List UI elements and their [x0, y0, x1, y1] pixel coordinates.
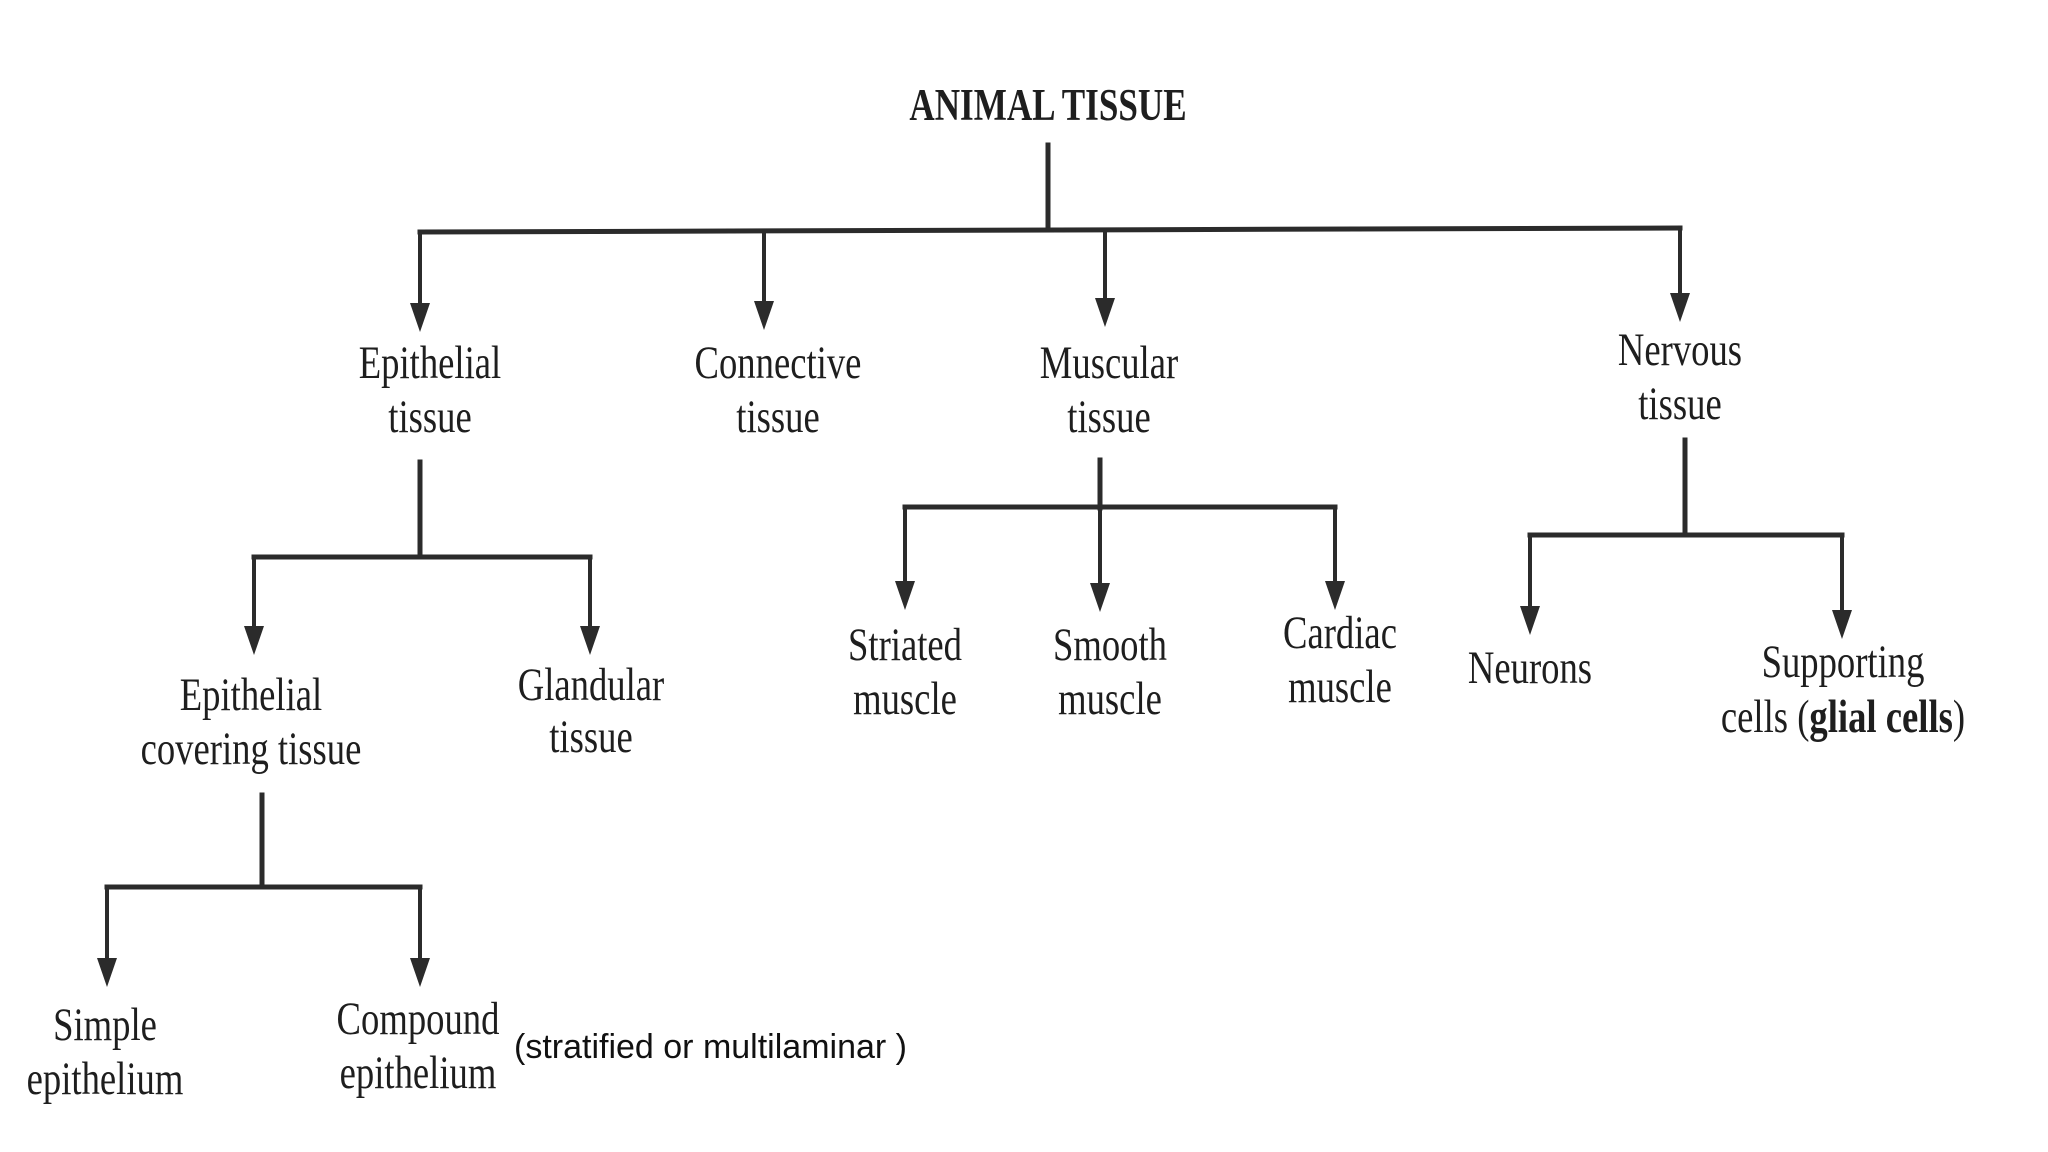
smooth-muscle-node: Smooth muscle	[1053, 619, 1167, 725]
svg-text:cells (glial cells): cells (glial cells)	[1721, 691, 1965, 743]
connective-tissue-node: Connective tissue	[695, 337, 862, 443]
root-node-title: ANIMAL TISSUE	[909, 80, 1186, 130]
cardiac-muscle-node: Cardiac muscle	[1283, 607, 1397, 713]
epithelial-covering-connectors	[97, 792, 430, 987]
epithelial-tissue-node: Epithelial tissue	[359, 337, 501, 443]
svg-text:tissue: tissue	[549, 711, 632, 763]
svg-text:Neurons: Neurons	[1468, 642, 1592, 694]
svg-text:Striated: Striated	[848, 619, 962, 671]
simple-epithelium-node: Simple epithelium	[27, 999, 184, 1105]
nervous-tissue-node: Nervous tissue	[1618, 324, 1742, 430]
svg-text:epithelium: epithelium	[340, 1047, 497, 1099]
svg-text:Supporting: Supporting	[1762, 636, 1925, 688]
nervous-connectors	[1520, 437, 1852, 639]
svg-text:Nervous: Nervous	[1618, 324, 1742, 376]
svg-text:tissue: tissue	[736, 391, 819, 443]
epithelial-covering-tissue-node: Epithelial covering tissue	[141, 669, 362, 775]
root-connectors	[410, 142, 1690, 332]
svg-text:covering tissue: covering tissue	[141, 723, 362, 775]
svg-text:Connective: Connective	[695, 337, 862, 389]
svg-text:Simple: Simple	[53, 999, 157, 1051]
svg-text:Cardiac: Cardiac	[1283, 607, 1397, 659]
svg-text:Epithelial: Epithelial	[359, 337, 501, 389]
svg-text:muscle: muscle	[853, 673, 957, 725]
svg-text:tissue: tissue	[1638, 378, 1721, 430]
striated-muscle-node: Striated muscle	[848, 619, 962, 725]
svg-text:Epithelial: Epithelial	[180, 669, 322, 721]
svg-text:epithelium: epithelium	[27, 1053, 184, 1105]
svg-text:Muscular: Muscular	[1040, 337, 1178, 389]
svg-text:muscle: muscle	[1058, 673, 1162, 725]
epithelial-connectors	[244, 459, 600, 655]
compound-epithelium-note: (stratified or multilaminar )	[514, 1028, 907, 1066]
glandular-tissue-node: Glandular tissue	[518, 659, 665, 763]
supporting-cells-node: Supporting cells (glial cells)	[1721, 636, 1965, 743]
compound-epithelium-node: Compound epithelium	[337, 993, 500, 1099]
neurons-node: Neurons	[1468, 642, 1592, 694]
svg-text:tissue: tissue	[1067, 391, 1150, 443]
svg-text:tissue: tissue	[388, 391, 471, 443]
svg-text:Smooth: Smooth	[1053, 619, 1167, 671]
glial-cells-label: glial cells	[1809, 691, 1952, 743]
muscular-tissue-node: Muscular tissue	[1040, 337, 1178, 443]
svg-text:Compound: Compound	[337, 993, 500, 1045]
svg-text:Glandular: Glandular	[518, 659, 665, 711]
muscular-connectors	[895, 457, 1345, 612]
svg-text:muscle: muscle	[1288, 661, 1392, 713]
